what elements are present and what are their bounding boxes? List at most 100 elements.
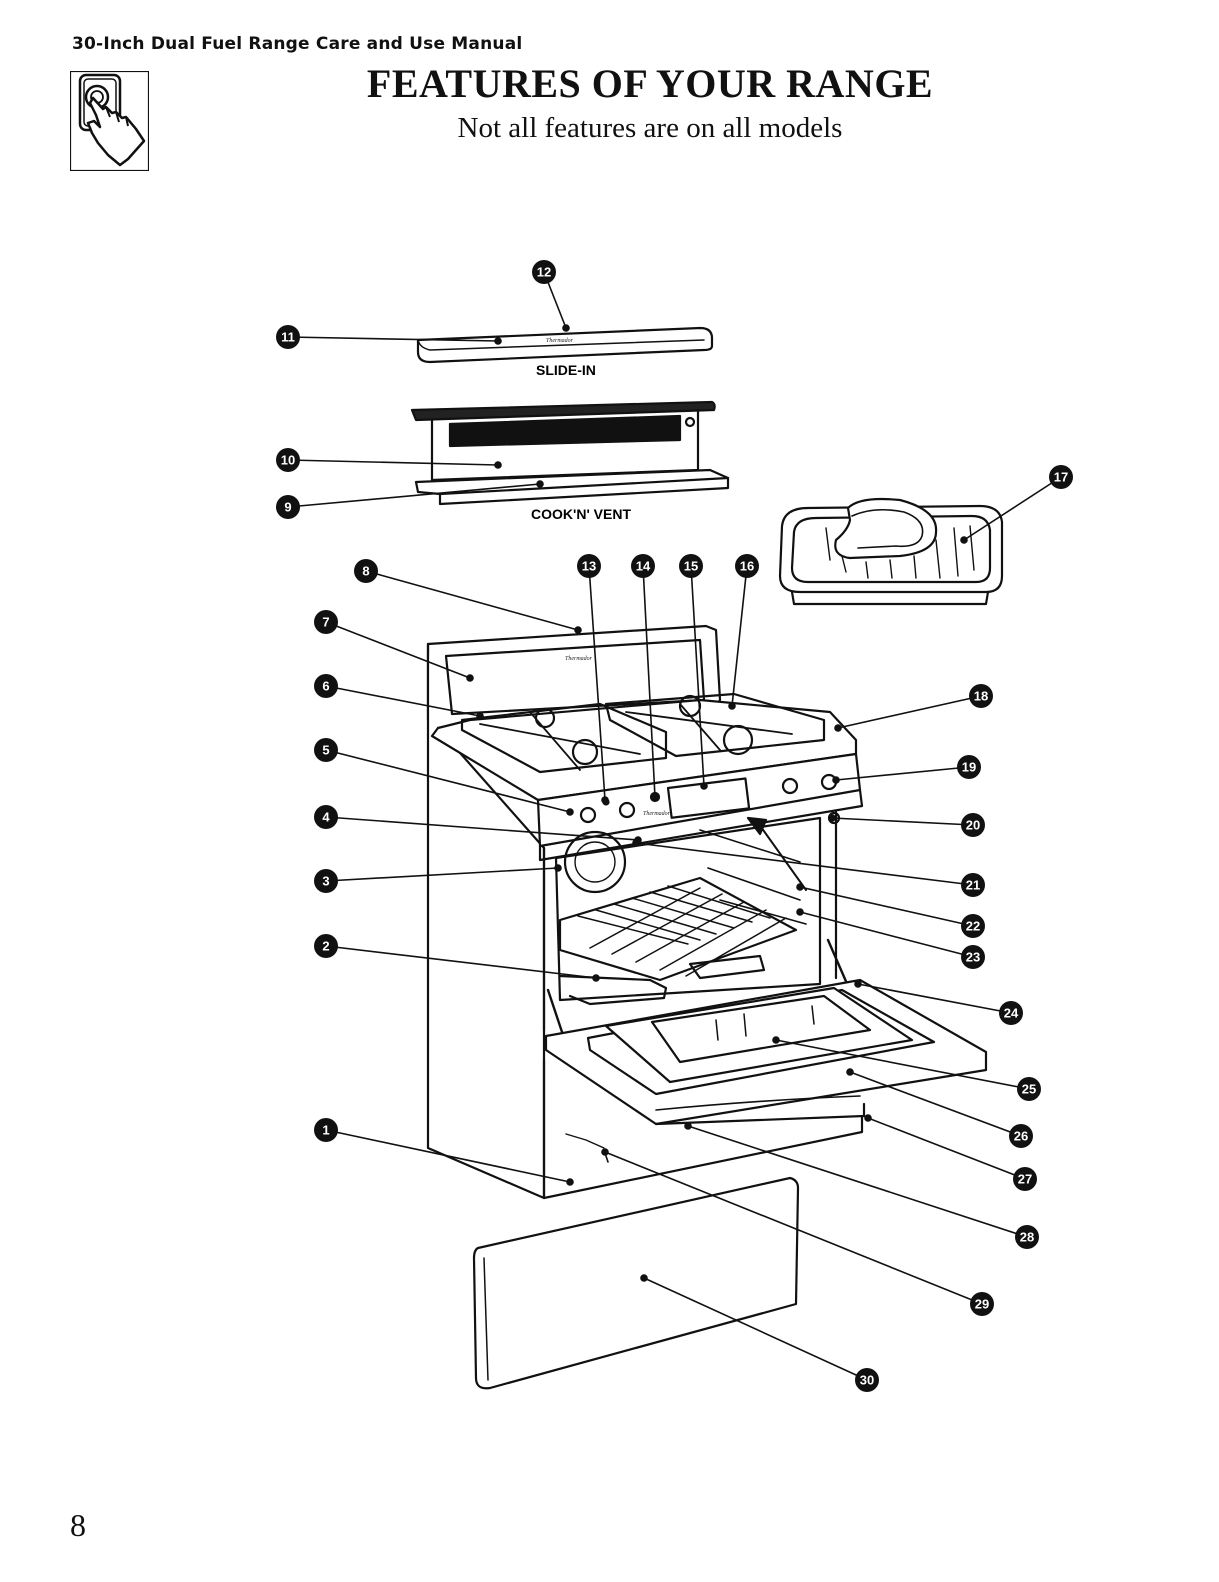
callout-number: 14 [636,559,651,574]
callout-number: 23 [966,950,980,965]
callout-number: 16 [740,559,754,574]
leader-target-dot [797,884,803,890]
callout-number: 2 [322,939,329,954]
callout-badge: 8 [354,559,378,583]
brand-mark-slide-in: Thermador [546,338,574,344]
slide-in-trim [418,328,712,362]
leader-target-dot [865,1115,871,1121]
leader-target-dot [855,981,861,987]
callout-badge: 27 [1013,1167,1037,1191]
callout-number: 8 [362,564,369,579]
callout-number: 13 [582,559,596,574]
callout-badge: 10 [276,448,300,472]
leader-line [800,912,973,957]
leader-target-dot [633,840,639,846]
leader-target-dot [641,1275,647,1281]
callout-number: 3 [322,874,329,889]
broil-pan [780,499,1002,604]
leader-target-dot [555,865,561,871]
callout-badge: 22 [961,914,985,938]
callout-number: 26 [1014,1129,1028,1144]
callout-badge: 26 [1009,1124,1033,1148]
leader-target-dot [701,783,707,789]
leader-target-dot [835,725,841,731]
callout-number: 7 [322,615,329,630]
leader-target-dot [467,675,473,681]
callout-number: 9 [284,500,291,515]
callout-badge: 13 [577,554,601,578]
leader-line [850,1072,1021,1136]
callout-number: 25 [1022,1082,1036,1097]
leader-target-dot [567,809,573,815]
callout-badge: 16 [735,554,759,578]
callout-number: 15 [684,559,698,574]
leader-target-dot [652,794,658,800]
leader-line [636,843,973,885]
page-number: 8 [70,1507,86,1544]
callout-number: 20 [966,818,980,833]
callout-number: 24 [1004,1006,1019,1021]
leader-line [838,696,981,728]
callout-badge: 14 [631,554,655,578]
leader-target-dot [729,703,735,709]
callout-badge: 20 [961,813,985,837]
callout-number: 21 [966,878,980,893]
callout-badge: 1 [314,1118,338,1142]
callout-badge: 7 [314,610,338,634]
leader-line [732,566,747,706]
callout-badge: 19 [957,755,981,779]
cook-n-vent [412,402,728,504]
leader-target-dot [567,1179,573,1185]
leader-target-dot [495,462,501,468]
callout-number: 4 [322,810,330,825]
callout-badge: 6 [314,674,338,698]
callout-badge: 9 [276,495,300,519]
callout-number: 22 [966,919,980,934]
leader-target-dot [602,1149,608,1155]
callout-badge: 30 [855,1368,879,1392]
leader-target-dot [575,627,581,633]
callout-badge: 25 [1017,1077,1041,1101]
callout-badge: 11 [276,325,300,349]
leader-line [288,484,540,507]
leader-target-dot [537,481,543,487]
leader-target-dot [833,777,839,783]
callout-number: 5 [322,743,329,758]
callout-number: 27 [1018,1172,1032,1187]
callout-number: 1 [322,1123,329,1138]
brand-mark-control-panel: Thermador [643,811,671,817]
callout-number: 10 [281,453,295,468]
leader-target-dot [829,815,835,821]
callout-number: 12 [537,265,551,280]
callout-badge: 15 [679,554,703,578]
callout-number: 11 [281,330,295,345]
callout-number: 6 [322,679,329,694]
leader-line [288,460,498,465]
leader-target-dot [961,537,967,543]
callout-badge: 23 [961,945,985,969]
leader-line [366,571,578,630]
caption-cook-n-vent: COOK'N' VENT [531,506,631,522]
callout-number: 19 [962,760,976,775]
callout-badge: 3 [314,869,338,893]
callout-badge: 28 [1015,1225,1039,1249]
leader-target-dot [602,797,608,803]
callout-number: 17 [1054,470,1068,485]
callout-badge: 12 [532,260,556,284]
callout-number: 28 [1020,1230,1034,1245]
leader-line [868,1118,1025,1179]
callout-badge: 29 [970,1292,994,1316]
callout-badge: 4 [314,805,338,829]
leader-target-dot [477,713,483,719]
leader-target-dot [773,1037,779,1043]
leader-line [800,887,973,926]
callout-badge: 5 [314,738,338,762]
callout-number: 30 [860,1373,874,1388]
callout-badge: 18 [969,684,993,708]
callout-badge: 17 [1049,465,1073,489]
callout-number: 18 [974,689,988,704]
leader-target-dot [593,975,599,981]
leader-target-dot [685,1123,691,1129]
leader-target-dot [495,338,501,344]
